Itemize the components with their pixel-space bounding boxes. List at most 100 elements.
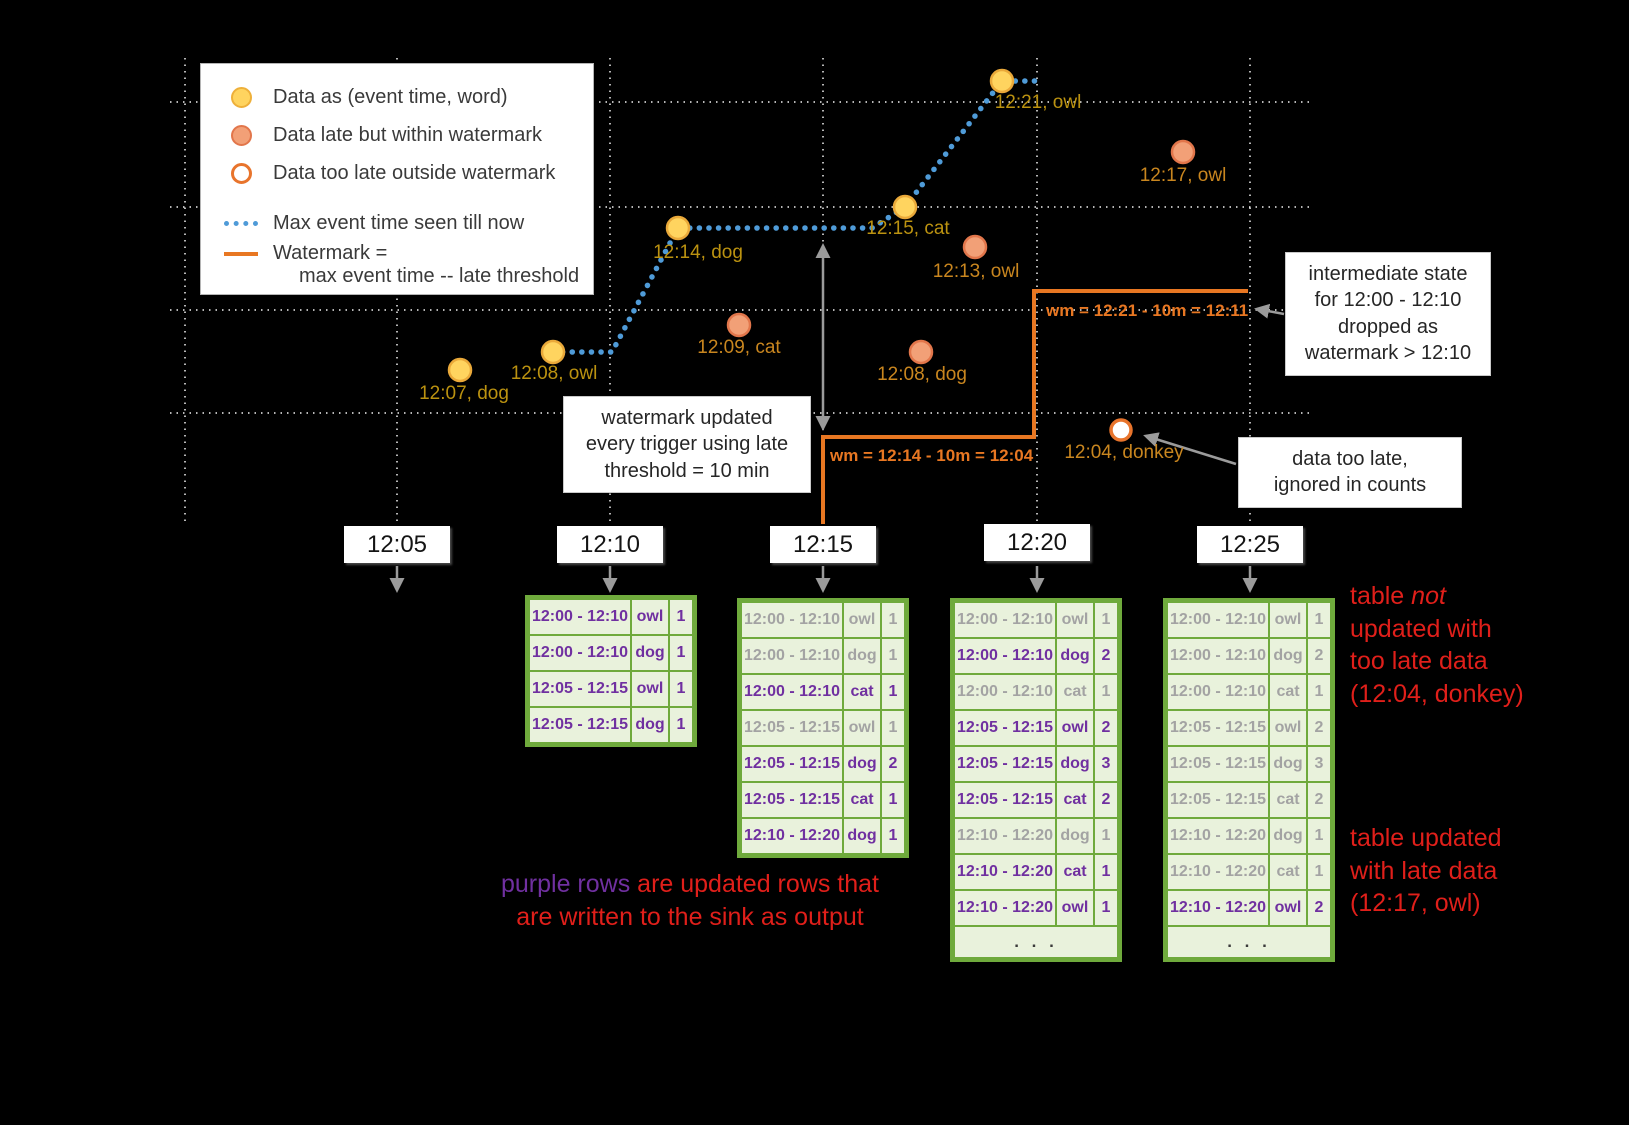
- result-cell-window: 12:00 - 12:10: [530, 600, 630, 634]
- result-cell-word: dog: [1057, 747, 1093, 781]
- result-cell-window: 12:10 - 12:20: [1168, 891, 1268, 925]
- point-label: 12:15, cat: [866, 218, 950, 239]
- note-line: with late data: [1350, 856, 1498, 885]
- point-label: 12:08, owl: [511, 363, 598, 384]
- note-line: purple rows are updated rows that: [470, 868, 910, 901]
- trigger-time-12-05: 12:05: [344, 526, 450, 563]
- note-purple-rows: purple rows are updated rows that are wr…: [470, 868, 910, 933]
- result-cell-window: 12:00 - 12:10: [742, 603, 842, 637]
- result-cell-window: 12:05 - 12:15: [742, 747, 842, 781]
- result-cell-word: cat: [1057, 783, 1093, 817]
- point-label: 12:04, donkey: [1064, 442, 1184, 463]
- callout-too-late: data too late, ignored in counts: [1238, 437, 1462, 508]
- note-line: table not: [1350, 580, 1560, 613]
- result-cell-window: 12:10 - 12:20: [955, 891, 1055, 925]
- trigger-time-12-20: 12:20: [984, 524, 1090, 561]
- result-cell-word: cat: [844, 783, 880, 817]
- result-cell-window: 12:05 - 12:15: [742, 711, 842, 745]
- note-updated-late: table updated with late data (12:17, owl…: [1350, 822, 1550, 920]
- callout-line: threshold = 10 min: [604, 459, 770, 482]
- result-cell-count: 1: [882, 675, 904, 709]
- callout-line: every trigger using late: [585, 433, 789, 456]
- result-cell-count: 1: [882, 819, 904, 853]
- result-cell-count: 2: [1308, 711, 1330, 745]
- legend-label-line: max event time -- late threshold: [299, 265, 580, 287]
- watermark-line-icon: [223, 252, 259, 256]
- callout-watermark-updated: watermark updated every trigger using la…: [563, 396, 811, 494]
- result-cell-word: cat: [1270, 675, 1306, 709]
- point-label: 12:21, owl: [995, 92, 1082, 113]
- note-text-italic: not: [1411, 582, 1446, 610]
- callout-line: intermediate state: [1308, 263, 1468, 285]
- max-event-time-line: [550, 78, 1039, 355]
- legend-item-on-time: Data as (event time, word): [223, 78, 587, 116]
- result-cell-count: 1: [670, 708, 692, 742]
- result-cell-window: 12:00 - 12:10: [742, 639, 842, 673]
- result-cell-window: 12:05 - 12:15: [1168, 783, 1268, 817]
- result-cell-word: owl: [1270, 711, 1306, 745]
- event-dot-on-time: [447, 357, 473, 383]
- result-cell-count: 1: [670, 672, 692, 706]
- result-cell-window: 12:10 - 12:20: [1168, 855, 1268, 889]
- legend-label: Max event time seen till now: [273, 211, 525, 234]
- result-cell-word: dog: [1270, 747, 1306, 781]
- legend-label-line: Watermark =: [273, 242, 388, 264]
- result-cell-count: 3: [1095, 747, 1117, 781]
- legend-spacer: [223, 192, 587, 204]
- legend-item-max-event-time: Max event time seen till now: [223, 204, 587, 242]
- trigger-time-12-10: 12:10: [557, 526, 663, 563]
- result-cell-window: 12:00 - 12:10: [955, 675, 1055, 709]
- intermediate-state-arrow: [1254, 303, 1285, 319]
- point-label: 12:17, owl: [1140, 165, 1227, 186]
- event-dot-late: [908, 339, 934, 365]
- result-cell-count: 1: [670, 600, 692, 634]
- result-cell-window: 12:10 - 12:20: [742, 819, 842, 853]
- result-cell-window: 12:00 - 12:10: [955, 603, 1055, 637]
- result-cell-count: 1: [1095, 891, 1117, 925]
- result-cell-count: 1: [882, 783, 904, 817]
- result-cell-count: 2: [1308, 639, 1330, 673]
- result-cell-count: 1: [670, 636, 692, 670]
- event-dot-on-time: [665, 215, 691, 241]
- watermark-formula-1: wm = 12:14 - 10m = 12:04: [829, 446, 1034, 465]
- result-cell-count: 2: [1308, 783, 1330, 817]
- note-not-updated: table not updated with too late data (12…: [1350, 580, 1560, 710]
- result-cell-count: 1: [882, 711, 904, 745]
- result-cell-word: owl: [844, 603, 880, 637]
- result-cell-count: 1: [1308, 603, 1330, 637]
- result-table-ellipsis: . . .: [1168, 927, 1330, 957]
- result-cell-count: 3: [1308, 747, 1330, 781]
- result-cell-word: dog: [632, 708, 668, 742]
- result-cell-window: 12:00 - 12:10: [955, 639, 1055, 673]
- result-cell-window: 12:05 - 12:15: [1168, 747, 1268, 781]
- result-cell-count: 2: [882, 747, 904, 781]
- result-cell-word: owl: [1270, 891, 1306, 925]
- event-dot-too-late: [1109, 418, 1133, 442]
- legend-label: Data too late outside watermark: [273, 161, 556, 184]
- result-cell-word: owl: [632, 672, 668, 706]
- result-cell-word: owl: [1057, 711, 1093, 745]
- result-cell-word: owl: [1057, 603, 1093, 637]
- watermark-formula-2: wm = 12:21 - 10m = 12:11: [1045, 301, 1248, 320]
- trigger-time-12-25: 12:25: [1197, 526, 1303, 563]
- result-cell-word: dog: [844, 819, 880, 853]
- result-cell-word: cat: [1270, 855, 1306, 889]
- point-label: 12:13, owl: [933, 261, 1020, 282]
- legend-label: Data as (event time, word): [273, 85, 508, 108]
- point-label: 12:08, dog: [877, 364, 967, 385]
- legend-label: Data late but within watermark: [273, 123, 543, 146]
- event-dot-late: [1170, 139, 1196, 165]
